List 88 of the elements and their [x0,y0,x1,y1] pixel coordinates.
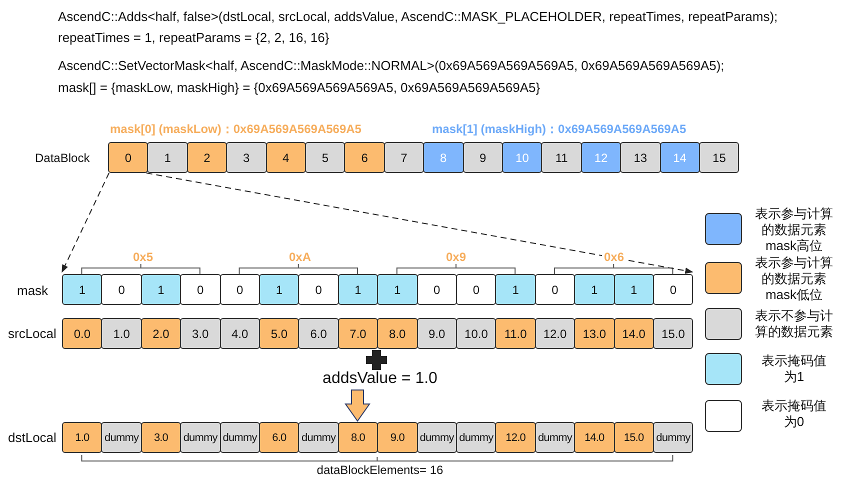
array-cell: 10 [502,142,542,173]
code-line: AscendC::SetVectorMask<half, AscendC::MaskMode::NORMAL>(0x69A569A569A569A5, 0x69A569A569A569A5); [58,58,724,73]
array-cell: 15 [699,142,740,173]
array-cell: 9 [462,142,503,173]
array-cell: 14.0 [574,422,615,453]
legend-text: 表示掩码值为0 [760,398,828,430]
array-cell: 12.0 [534,318,576,349]
array-cell: 0 [101,274,142,305]
array-cell: 0 [108,142,148,173]
array-cell: 11.0 [495,318,536,349]
array-cell: 13 [620,142,661,173]
mask-label: mask[0] (maskLow)：0x69A569A569A569A5 [110,121,362,138]
code-line: repeatTimes = 1, repeatParams = {2, 2, 16, 16} [58,30,330,45]
array-cell: 7.0 [338,318,378,349]
value-label: addsValue = 1.0 [322,370,438,388]
array-cell: 11 [541,142,582,173]
array-cell: 8.0 [338,422,378,453]
array-cell: 6.0 [298,318,339,349]
array-cell: dummy [653,422,694,453]
dashed-arrow [146,172,694,274]
array-cell: 1 [614,274,654,305]
array-cell: 0 [416,274,457,305]
array-cell: dummy [180,422,221,453]
array-cell: 12 [580,142,622,173]
dashed-arrow [62,172,110,273]
array-cell: dummy [220,422,260,453]
array-cell: dummy [456,422,496,453]
array-cell: 0 [456,274,496,305]
legend-text: 表示参与计算的数据元素mask高位 [754,206,834,254]
array-cell: 2.0 [140,318,182,349]
array-cell: 0.0 [62,318,102,349]
block-arrow [344,390,370,422]
row-label: dstLocal [8,430,56,445]
array-cell: 5 [305,142,346,173]
array-cell: 8.0 [377,318,418,349]
array-cell: 1 [147,142,188,173]
array-cell: 1.0 [62,422,102,453]
array-cell: dummy [416,422,457,453]
code-line: mask[] = {maskLow, maskHigh} = {0x69A569A569A569A5, 0x69A569A569A569A5} [58,80,540,95]
array-cell: 1 [574,274,615,305]
array-cell: 4.0 [220,318,260,349]
array-cell: 13.0 [574,318,615,349]
array-cell: 4 [266,142,306,173]
legend-text: 表示参与计算的数据元素mask低位 [754,255,834,303]
array-cell: 1.0 [101,318,142,349]
row-label: srcLocal [8,326,56,341]
array-cell: 0 [220,274,260,305]
legend-text: 表示掩码值为1 [760,353,828,385]
array-cell: 7 [384,142,424,173]
row-label: DataBlock [35,151,90,165]
code-line: AscendC::Adds<half, false>(dstLocal, srcLocal, addsValue, AscendC::MASK_PLACEHOLDER, repeatTimes, repeatParams); [58,9,778,24]
array-cell: dummy [298,422,339,453]
array-cell: 1 [62,274,102,305]
array-cell: 1 [259,274,300,305]
array-cell: 5.0 [259,318,300,349]
array-cell: 10.0 [456,318,496,349]
array-cell: dummy [101,422,142,453]
array-cell: 9.0 [416,318,457,349]
array-cell: 9.0 [377,422,418,453]
array-cell: 12.0 [495,422,536,453]
bracket-label: 0x5 [130,250,156,264]
array-cell: 6 [344,142,385,173]
mask-label: mask[1] (maskHigh)：0x69A569A569A569A5 [432,121,686,138]
bracket-label: 0x6 [602,250,626,264]
bracket-label: 0x9 [444,250,468,264]
array-cell: 0 [298,274,339,305]
array-cell: 0 [653,274,694,305]
dimension-label: dataBlockElements= 16 [316,463,444,477]
legend-text: 表示不参与计算的数据元素 [754,308,834,340]
bracket-label: 0xA [287,250,313,264]
array-cell: 15.0 [614,422,654,453]
array-cell: 3.0 [140,422,182,453]
array-cell: 3 [226,142,267,173]
array-cell: 0 [180,274,221,305]
array-cell: 1 [338,274,378,305]
array-cell: 8 [423,142,464,173]
array-cell: 1 [140,274,182,305]
array-cell: 1 [495,274,536,305]
array-cell: 14.0 [614,318,654,349]
array-cell: dummy [534,422,576,453]
array-cell: 14 [660,142,700,173]
array-cell: 0 [534,274,576,305]
array-cell: 15.0 [653,318,694,349]
array-cell: 3.0 [180,318,221,349]
array-cell: 2 [186,142,228,173]
array-cell: 1 [377,274,418,305]
row-label: mask [17,283,48,298]
array-cell: 6.0 [259,422,300,453]
